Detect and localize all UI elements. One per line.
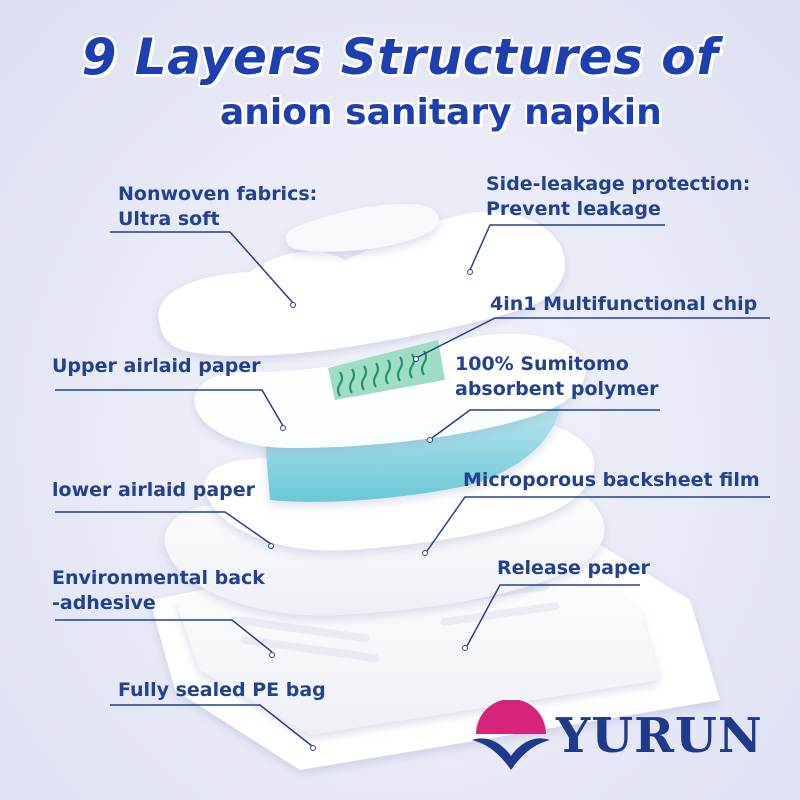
leader-lines [55, 224, 770, 747]
label-upper-airlaid: Upper airlaid paper [52, 355, 261, 377]
side-leakage-wing [285, 204, 439, 252]
label-polymer-line1: 100% Sumitomo [455, 353, 629, 375]
label-pe-bag: Fully sealed PE bag [118, 679, 326, 701]
label-back-adhesive-line1: Environmental back [52, 567, 265, 589]
page-subtitle: anion sanitary napkin [220, 92, 662, 133]
upper-airlaid-layer [194, 333, 586, 448]
label-nonwoven-fabrics: Nonwoven fabrics: Ultra soft [118, 182, 317, 232]
pointer-dots [268, 269, 473, 751]
nonwoven-top-layer [158, 211, 566, 356]
label-side-leakage: Side-leakage protection: Prevent leakage [486, 172, 750, 222]
label-side-leakage-line1: Side-leakage protection: [486, 173, 751, 195]
label-multifunctional-chip: 4in1 Multifunctional chip [490, 293, 758, 315]
label-side-leakage-line2: Prevent leakage [486, 198, 661, 220]
label-lower-airlaid: lower airlaid paper [52, 479, 256, 501]
label-back-adhesive: Environmental back -adhesive [52, 566, 265, 616]
brand-name: YURUN [556, 708, 763, 764]
lotus-wave-logo-icon [472, 700, 550, 770]
label-back-adhesive-line2: -adhesive [52, 592, 156, 614]
multifunctional-chip [328, 340, 445, 400]
label-backsheet-film: Microporous backsheet film [463, 469, 760, 491]
label-polymer-line2: absorbent polymer [455, 378, 659, 400]
page-title: 9 Layers Structures of [81, 28, 719, 86]
label-nonwoven-line1: Nonwoven fabrics: [118, 183, 318, 205]
label-nonwoven-line2: Ultra soft [118, 208, 220, 230]
label-release-paper: Release paper [497, 557, 650, 579]
label-absorbent-polymer: 100% Sumitomo absorbent polymer [455, 352, 658, 402]
